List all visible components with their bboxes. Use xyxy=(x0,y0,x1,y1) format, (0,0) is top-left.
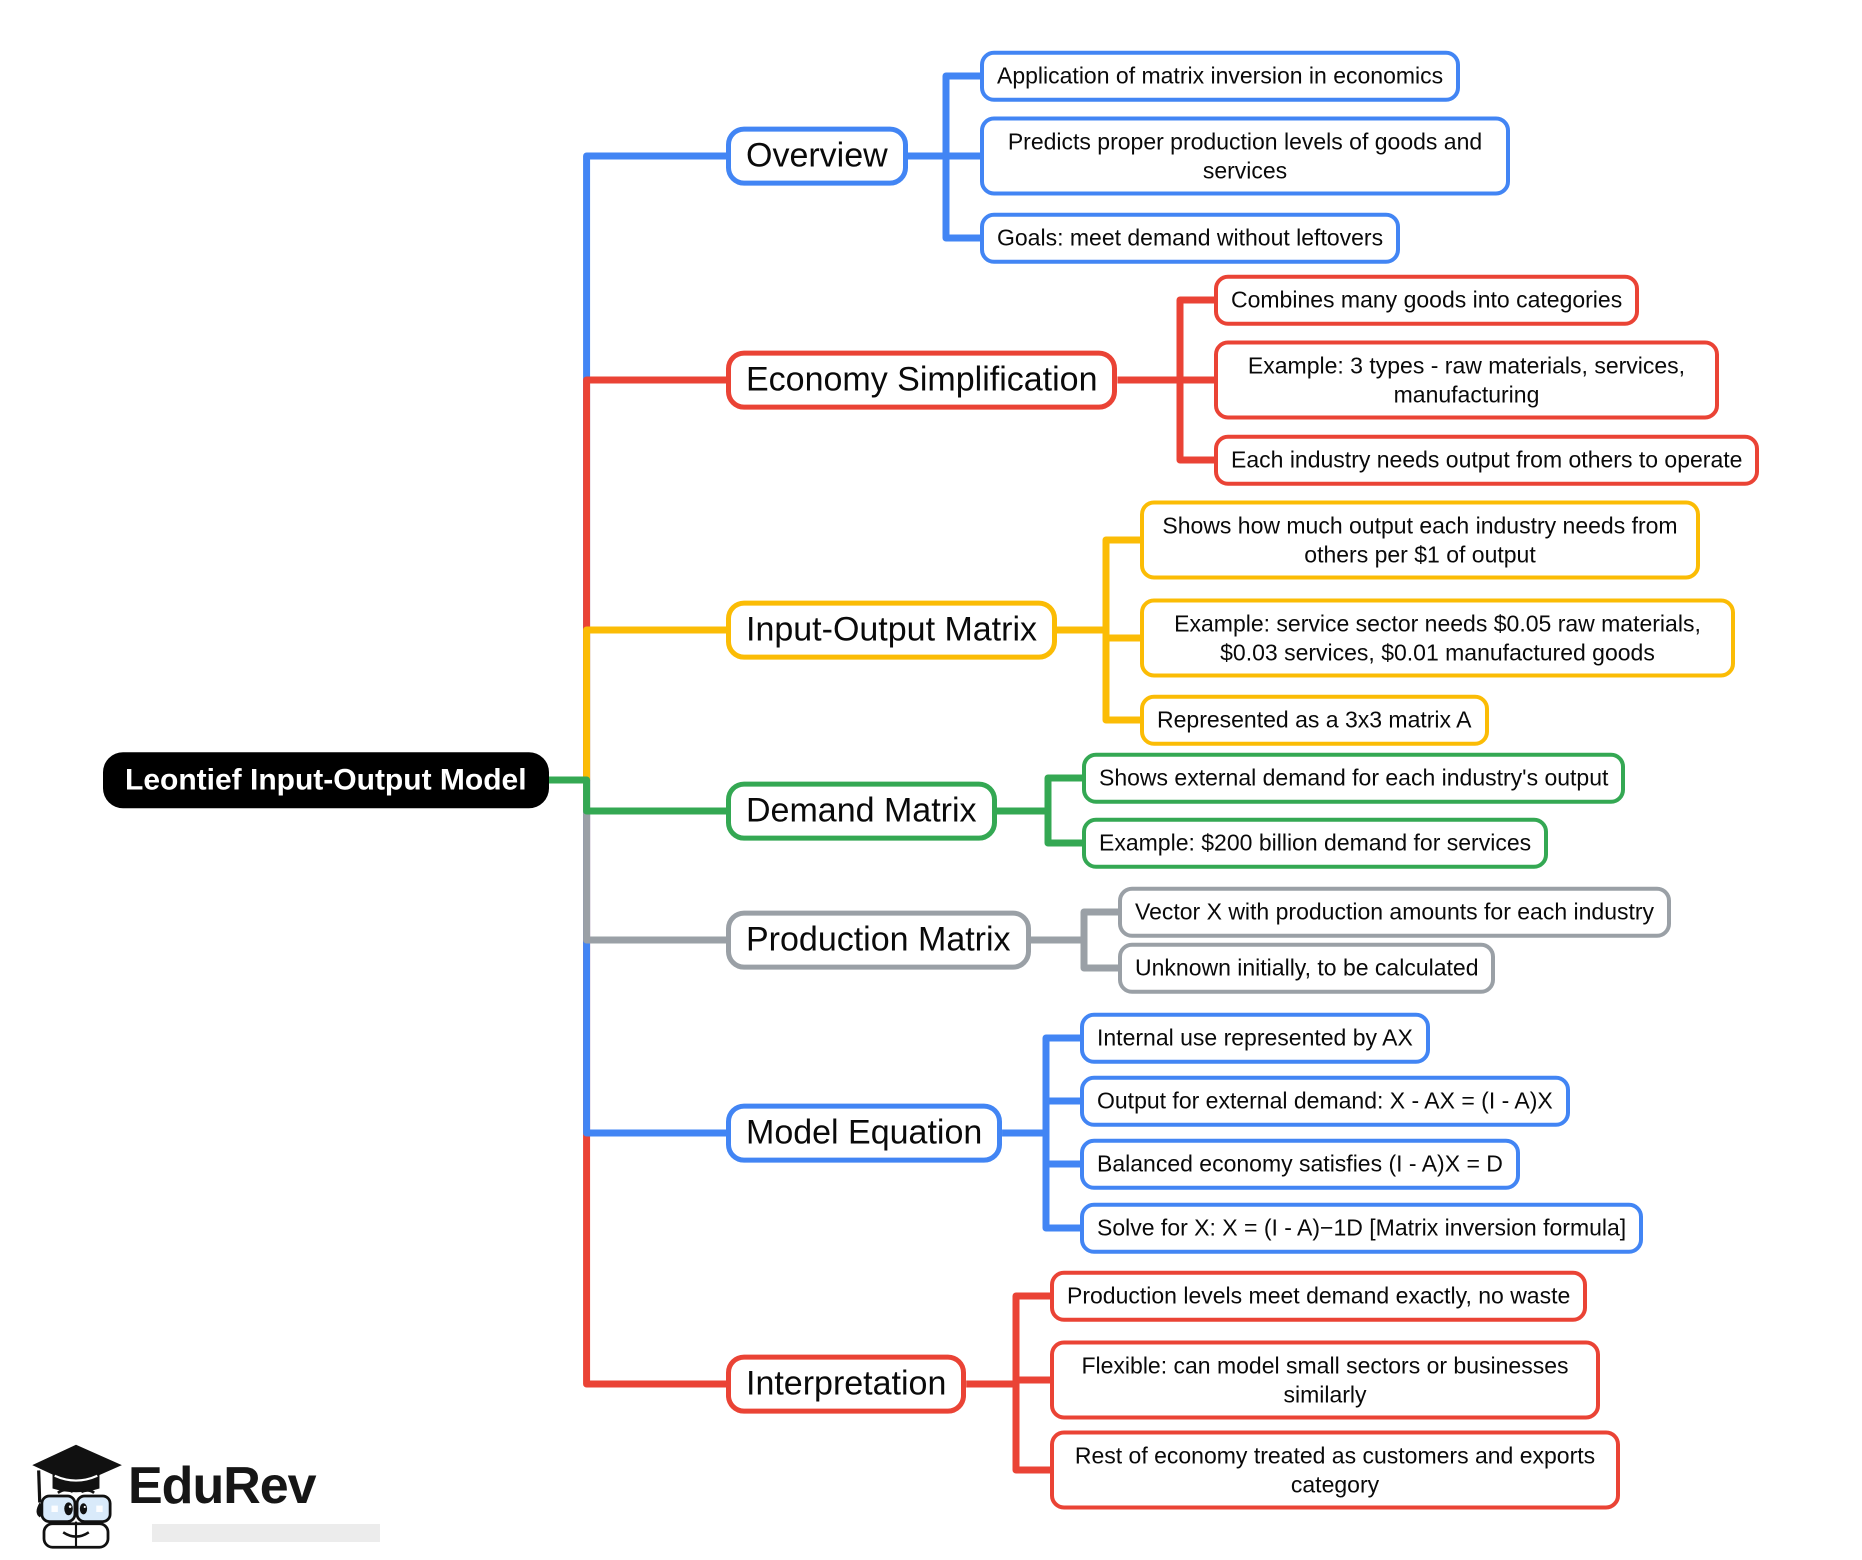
leaf-node: Vector X with production amounts for eac… xyxy=(1118,886,1672,938)
leaf-node: Each industry needs output from others t… xyxy=(1214,434,1760,486)
edurev-wordmark: EduRev xyxy=(128,1457,317,1515)
leaf-node: Example: 3 types - raw materials, servic… xyxy=(1214,340,1719,420)
leaf-node: Unknown initially, to be calculated xyxy=(1118,942,1496,994)
branch-input-output-matrix: Input-Output Matrix xyxy=(726,600,1058,660)
leaf-node: Goals: meet demand without leftovers xyxy=(980,212,1401,264)
leaf-node: Example: service sector needs $0.05 raw … xyxy=(1140,598,1735,678)
branch-model-equation: Model Equation xyxy=(726,1103,1003,1163)
edurev-logo-icon xyxy=(32,1444,122,1549)
branch-demand-matrix: Demand Matrix xyxy=(726,781,997,841)
leaf-node: Predicts proper production levels of goo… xyxy=(980,116,1510,196)
leaf-node: Shows how much output each industry need… xyxy=(1140,500,1700,580)
leaf-node: Example: $200 billion demand for service… xyxy=(1082,817,1549,869)
logo-background-band xyxy=(152,1524,380,1542)
root-node: Leontief Input-Output Model xyxy=(103,752,549,808)
leaf-node: Production levels meet demand exactly, n… xyxy=(1050,1270,1588,1322)
branch-interpretation: Interpretation xyxy=(726,1354,967,1414)
leaf-node: Balanced economy satisfies (I - A)X = D xyxy=(1080,1138,1520,1190)
branch-overview: Overview xyxy=(726,126,908,186)
leaf-node: Internal use represented by AX xyxy=(1080,1012,1430,1064)
branch-production-matrix: Production Matrix xyxy=(726,910,1031,970)
leaf-node: Solve for X: X = (I - A)−1D [Matrix inve… xyxy=(1080,1202,1644,1254)
leaf-node: Flexible: can model small sectors or bus… xyxy=(1050,1340,1600,1420)
edurev-logo: EduRev xyxy=(28,1440,388,1552)
leaf-node: Output for external demand: X - AX = (I … xyxy=(1080,1075,1570,1127)
leaf-node: Rest of economy treated as customers and… xyxy=(1050,1430,1620,1510)
leaf-node: Combines many goods into categories xyxy=(1214,274,1640,326)
branch-economy-simplification: Economy Simplification xyxy=(726,350,1118,410)
leaf-node: Application of matrix inversion in econo… xyxy=(980,50,1461,102)
leaf-node: Shows external demand for each industry'… xyxy=(1082,752,1626,804)
leaf-node: Represented as a 3x3 matrix A xyxy=(1140,694,1489,746)
